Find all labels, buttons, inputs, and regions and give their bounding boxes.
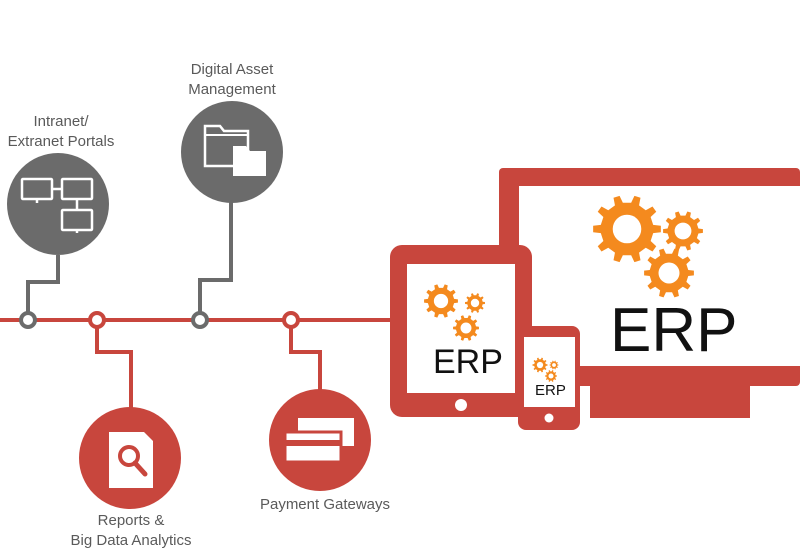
digital-asset-label: Digital Asset Management [172,60,292,100]
connector-digital-asset [198,202,233,313]
network-computers-icon [20,177,94,233]
digital-asset-label-line1: Digital Asset [190,61,274,78]
node-payment [269,389,371,491]
magnifier-report-icon [109,432,153,488]
gears-icon [424,284,485,341]
node-intranet [7,153,109,255]
node-digital-asset [181,101,283,203]
phone-erp-label: ERP [535,382,566,399]
connector-payment [289,327,322,390]
intranet-label-line2: Extranet Portals [7,133,115,150]
gear-hole [552,363,556,367]
cards-icon [283,418,354,464]
junction-reports [88,311,106,329]
gear-hole [470,298,480,308]
reports-label-line2: Big Data Analytics [70,532,192,549]
gears-icon [532,357,559,382]
tablet-erp-label: ERP [433,343,503,381]
gear-hole [612,214,642,244]
junction-payment [282,311,300,329]
intranet-label-line1: Intranet/ [33,113,89,130]
node-reports [79,407,181,509]
gears-icon [593,195,703,298]
intranet-label: Intranet/ Extranet Portals [0,112,122,152]
gear-hole [433,293,449,309]
reports-label: Reports & Big Data Analytics [50,511,212,551]
connector-intranet [26,255,60,313]
connector-reports [95,327,133,410]
monitor-erp-label: ERP [610,296,738,365]
junction-intranet [19,311,37,329]
phone-device [518,326,580,430]
reports-label-line1: Reports & [97,512,165,529]
gear-hole [536,361,544,369]
gear-hole [674,222,692,240]
payment-label-line1: Payment Gateways [259,496,391,513]
gear-hole [460,322,472,334]
payment-label: Payment Gateways [244,495,406,515]
gear-hole [548,373,554,379]
digital-asset-label-line2: Management [188,81,276,98]
folders-icon [203,124,266,176]
junction-digital-asset [191,311,209,329]
gear-hole [658,262,680,284]
